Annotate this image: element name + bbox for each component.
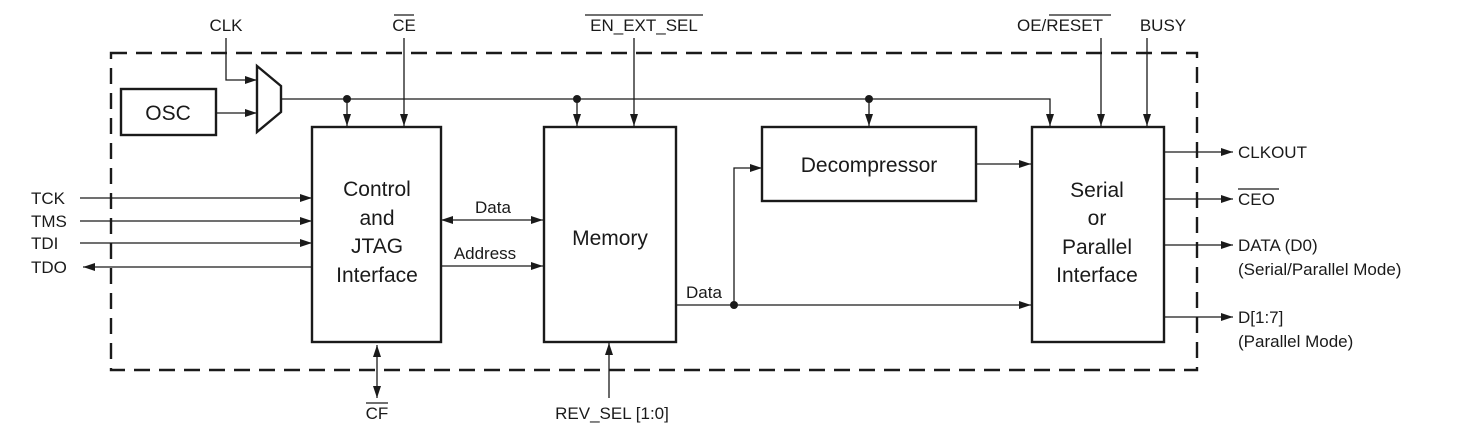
control-label-4: Interface <box>336 264 418 287</box>
tdo-label: TDO <box>31 258 67 277</box>
serial-label-3: Parallel <box>1062 236 1132 259</box>
serial-label-4: Interface <box>1056 264 1138 287</box>
memory-data-label: Data <box>686 283 722 302</box>
junction-dot <box>573 95 581 103</box>
clock-bus-wire <box>281 98 1054 126</box>
control-label-2: and <box>359 207 394 230</box>
serial-label-2: or <box>1088 207 1107 230</box>
ceo-label: CEO <box>1238 190 1275 209</box>
control-label-1: Control <box>343 178 411 201</box>
data-d0-mode-label: (Serial/Parallel Mode) <box>1238 260 1401 279</box>
serial-label-1: Serial <box>1070 179 1124 202</box>
memory-block <box>542 125 678 344</box>
osc-block <box>119 87 218 137</box>
decompressor-block <box>760 125 978 203</box>
clkout-label: CLKOUT <box>1238 143 1307 162</box>
memory-label: Memory <box>572 227 648 250</box>
rev-sel-label: REV_SEL [1:0] <box>555 404 669 423</box>
oe-reset-label: OE/RESET <box>1017 16 1103 35</box>
decompressor-label: Decompressor <box>801 154 938 177</box>
tck-label: TCK <box>31 189 66 208</box>
junction-dot <box>343 95 351 103</box>
tdi-label: TDI <box>31 234 58 253</box>
clk-wire <box>225 38 257 84</box>
tms-label: TMS <box>31 212 67 231</box>
d17-label: D[1:7] <box>1238 308 1283 327</box>
junction-dot <box>730 301 738 309</box>
en-ext-sel-label: EN_EXT_SEL <box>590 16 698 35</box>
data-d0-label: DATA (D0) <box>1238 236 1318 255</box>
ce-label: CE <box>392 16 416 35</box>
control-jtag-block <box>310 125 443 344</box>
clock-mux <box>255 63 283 135</box>
memory-to-decompressor-wire <box>733 164 762 305</box>
cf-label: CF <box>366 404 389 423</box>
junction-dot <box>865 95 873 103</box>
busy-label: BUSY <box>1140 16 1186 35</box>
d17-mode-label: (Parallel Mode) <box>1238 332 1353 351</box>
serial-parallel-block <box>1030 125 1166 344</box>
data-bus-label: Data <box>475 198 511 217</box>
clk-label: CLK <box>209 16 243 35</box>
osc-label: OSC <box>145 102 191 125</box>
address-bus-label: Address <box>454 244 516 263</box>
control-label-3: JTAG <box>351 235 403 258</box>
